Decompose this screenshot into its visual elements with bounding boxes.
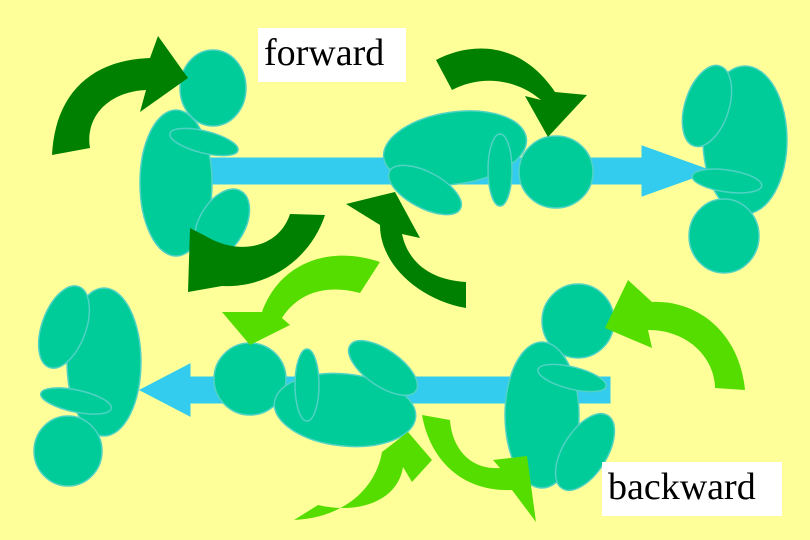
- backward-label: backward: [602, 462, 782, 516]
- forward-label: forward: [258, 28, 406, 82]
